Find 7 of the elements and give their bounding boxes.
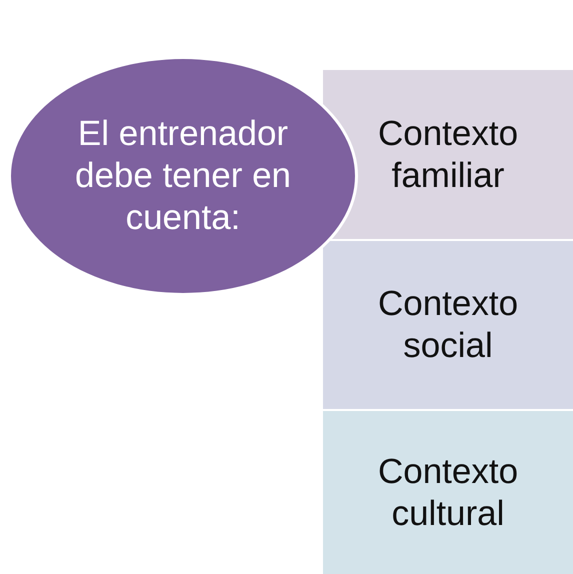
context-box [323,241,573,409]
box-label: Contexto familiar [376,112,520,196]
box-label: Contexto social [376,283,520,367]
context-box [323,70,573,239]
box-label: Contexto cultural [376,450,520,534]
context-box [323,411,573,574]
ellipse-label: El entrenador debe tener en cuenta: [74,113,292,239]
